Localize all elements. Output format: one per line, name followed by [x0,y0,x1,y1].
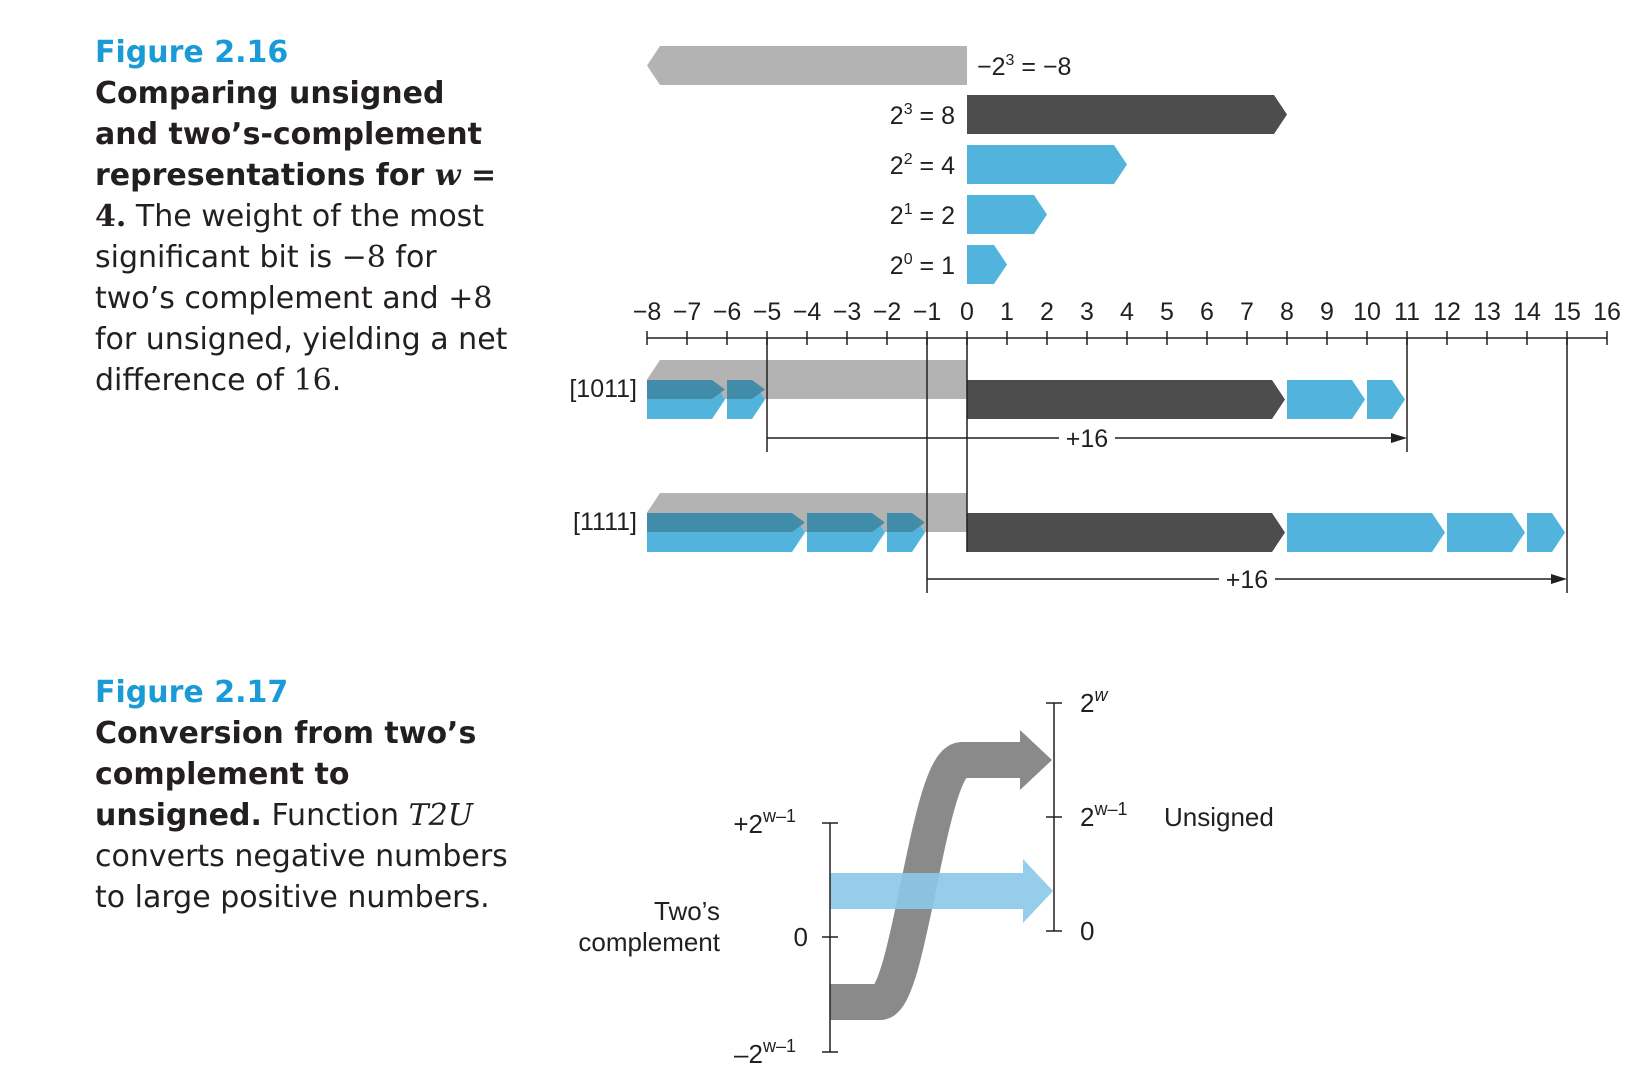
row-1-label: [1111] [573,508,637,536]
figure-2-17-label: Figure 2.17 [95,675,289,710]
unsigned-label-mid: 2w–1 [1080,799,1128,832]
figure-2-17-caption: Figure 2.17 Conversion from two’s comple… [95,672,515,918]
twos-axis-title-line2: complement [578,927,720,957]
row-0-diff-label: +16 [1066,425,1108,453]
weight-label-4: 20 = 1 [890,251,955,280]
unsigned-axis-title: Unsigned [1164,802,1274,832]
number-axis-tick-label-3: −5 [753,298,782,326]
t2u-curve-arrowhead [1020,730,1052,790]
number-axis-tick-label-14: 6 [1200,298,1214,326]
row-0-unsigned-bit-2 [1287,380,1365,419]
row-1-overlap-3 [887,513,925,532]
row-0-diff-arrowhead [1391,433,1407,443]
number-axis-tick-label-18: 10 [1353,298,1381,326]
figure-2-17-body: Function T2U converts negative numbers t… [95,798,508,915]
row-1-overlap-1 [647,513,805,532]
twos-label-zero: 0 [794,922,808,952]
figure-2-16-body: The weight of the most significant bit i… [95,199,508,398]
figure-2-16-diagram: −23 = −8 23 = 8 22 = 4 21 = 2 20 = 1 −8 −7 −6 −5… [569,46,1621,594]
twos-label-top: +2w–1 [733,806,796,839]
row-0-overlap-2 [647,380,725,399]
number-axis-tick-label-8: 0 [960,298,974,326]
figure-2-16-title: Comparing unsigned and two’s-complement … [95,76,497,234]
number-axis-tick-label-9: 1 [1000,298,1014,326]
row-1-unsigned-bit-1 [1287,513,1445,552]
number-axis-tick-label-19: 11 [1394,298,1420,326]
number-axis-tick-label-7: −1 [913,298,942,326]
weight-bar-4 [967,245,1007,284]
t2u-straight-arrowhead [1023,859,1053,923]
number-axis-tick-label-16: 8 [1280,298,1294,326]
number-axis-tick-label-6: −2 [873,298,902,326]
number-axis-tick-label-4: −4 [793,298,822,326]
number-axis-tick-label-10: 2 [1040,298,1054,326]
row-0-unsigned-bit-3 [1367,380,1405,419]
number-axis-tick-label-20: 12 [1433,298,1461,326]
row-0-label: [1011] [569,375,637,403]
number-axis-tick-label-22: 14 [1513,298,1541,326]
row-1-diff-label: +16 [1226,566,1268,594]
number-axis-tick-label-12: 4 [1120,298,1134,326]
row-1-overlap-2 [807,513,885,532]
figure-2-17-diagram: +2w–1 0 –2w–1 Two’s complement 2w 2w–1 0… [578,685,1273,1069]
number-axis-tick-label-24: 16 [1593,298,1621,326]
row-0-diff-label-bg [1059,422,1115,452]
weight-bar-2 [967,145,1127,184]
twos-label-bottom: –2w–1 [734,1036,796,1069]
row-1-unsigned-bit-3 [1527,513,1565,552]
number-axis-tick-label-21: 13 [1473,298,1501,326]
number-axis-tick-label-0: −8 [633,298,662,326]
row-0-unsigned-bit-0 [967,380,1285,419]
number-axis-tick-label-13: 5 [1160,298,1174,326]
number-axis-tick-label-5: −3 [833,298,862,326]
number-axis-tick-label-23: 15 [1553,298,1581,326]
figure-2-16-caption: Figure 2.16 Comparing unsigned and two’s… [95,32,515,401]
row-0-overlap-3 [727,380,765,399]
row-1-unsigned-bit-0 [967,513,1285,552]
number-axis-tick-label-15: 7 [1240,298,1254,326]
unsigned-label-zero: 0 [1080,916,1094,946]
row-1-diff-arrowhead [1551,574,1567,584]
weight-label-1: 23 = 8 [890,101,955,130]
number-axis-tick-label-17: 9 [1320,298,1334,326]
weight-label-0: −23 = −8 [977,52,1071,81]
weight-label-3: 21 = 2 [890,201,955,230]
weight-bar-0 [647,46,967,85]
number-axis-tick-label-11: 3 [1080,298,1094,326]
weight-bar-3 [967,195,1047,234]
t2u-straight-arrow [830,873,1023,909]
number-axis-tick-label-1: −7 [673,298,702,326]
row-1-diff-label-bg [1219,563,1275,593]
figure-2-17-title: Conversion from two’s complement to unsi… [95,716,477,833]
weight-bar-1 [967,95,1287,134]
figure-2-16-label: Figure 2.16 [95,35,289,70]
weight-label-2: 22 = 4 [890,151,955,180]
number-axis-tick-label-2: −6 [713,298,742,326]
row-1-unsigned-bit-2 [1447,513,1525,552]
unsigned-label-top: 2w [1080,685,1108,718]
twos-axis-title-line1: Two’s [654,896,720,926]
